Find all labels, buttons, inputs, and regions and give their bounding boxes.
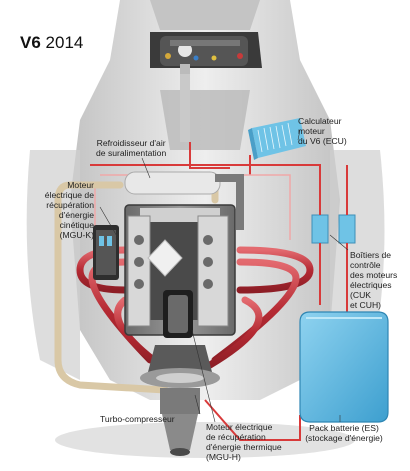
label-mgu-k: Moteur électrique de récupération d'éner… <box>44 180 94 240</box>
mgu-k-unit <box>93 225 119 280</box>
steering-wheel-icon <box>150 32 262 142</box>
intercooler <box>124 171 244 230</box>
label-ecu: Calculateur moteur du V6 (ECU) <box>298 116 347 146</box>
ecu-unit <box>248 118 306 160</box>
leader-lines <box>99 129 349 423</box>
wiring <box>90 142 348 441</box>
label-control-boxes: Boîtiers de contrôle des moteurs électri… <box>350 250 398 310</box>
title-bold: V6 <box>20 33 41 52</box>
turbocharger <box>140 345 220 456</box>
page-title: V6 2014 <box>20 33 83 53</box>
label-battery-pack: Pack batterie (ES) (stockage d'énergie) <box>305 423 383 443</box>
engine-block <box>124 204 236 338</box>
label-turbocharger: Turbo-compresseur <box>100 414 175 424</box>
title-year: 2014 <box>45 33 84 52</box>
battery-pack <box>299 311 389 423</box>
label-intercooler: Refroidisseur d'air de suralimentation <box>96 138 167 158</box>
label-mgu-h: Moteur électrique de récupération d'éner… <box>206 422 282 462</box>
control-boxes <box>311 214 356 244</box>
